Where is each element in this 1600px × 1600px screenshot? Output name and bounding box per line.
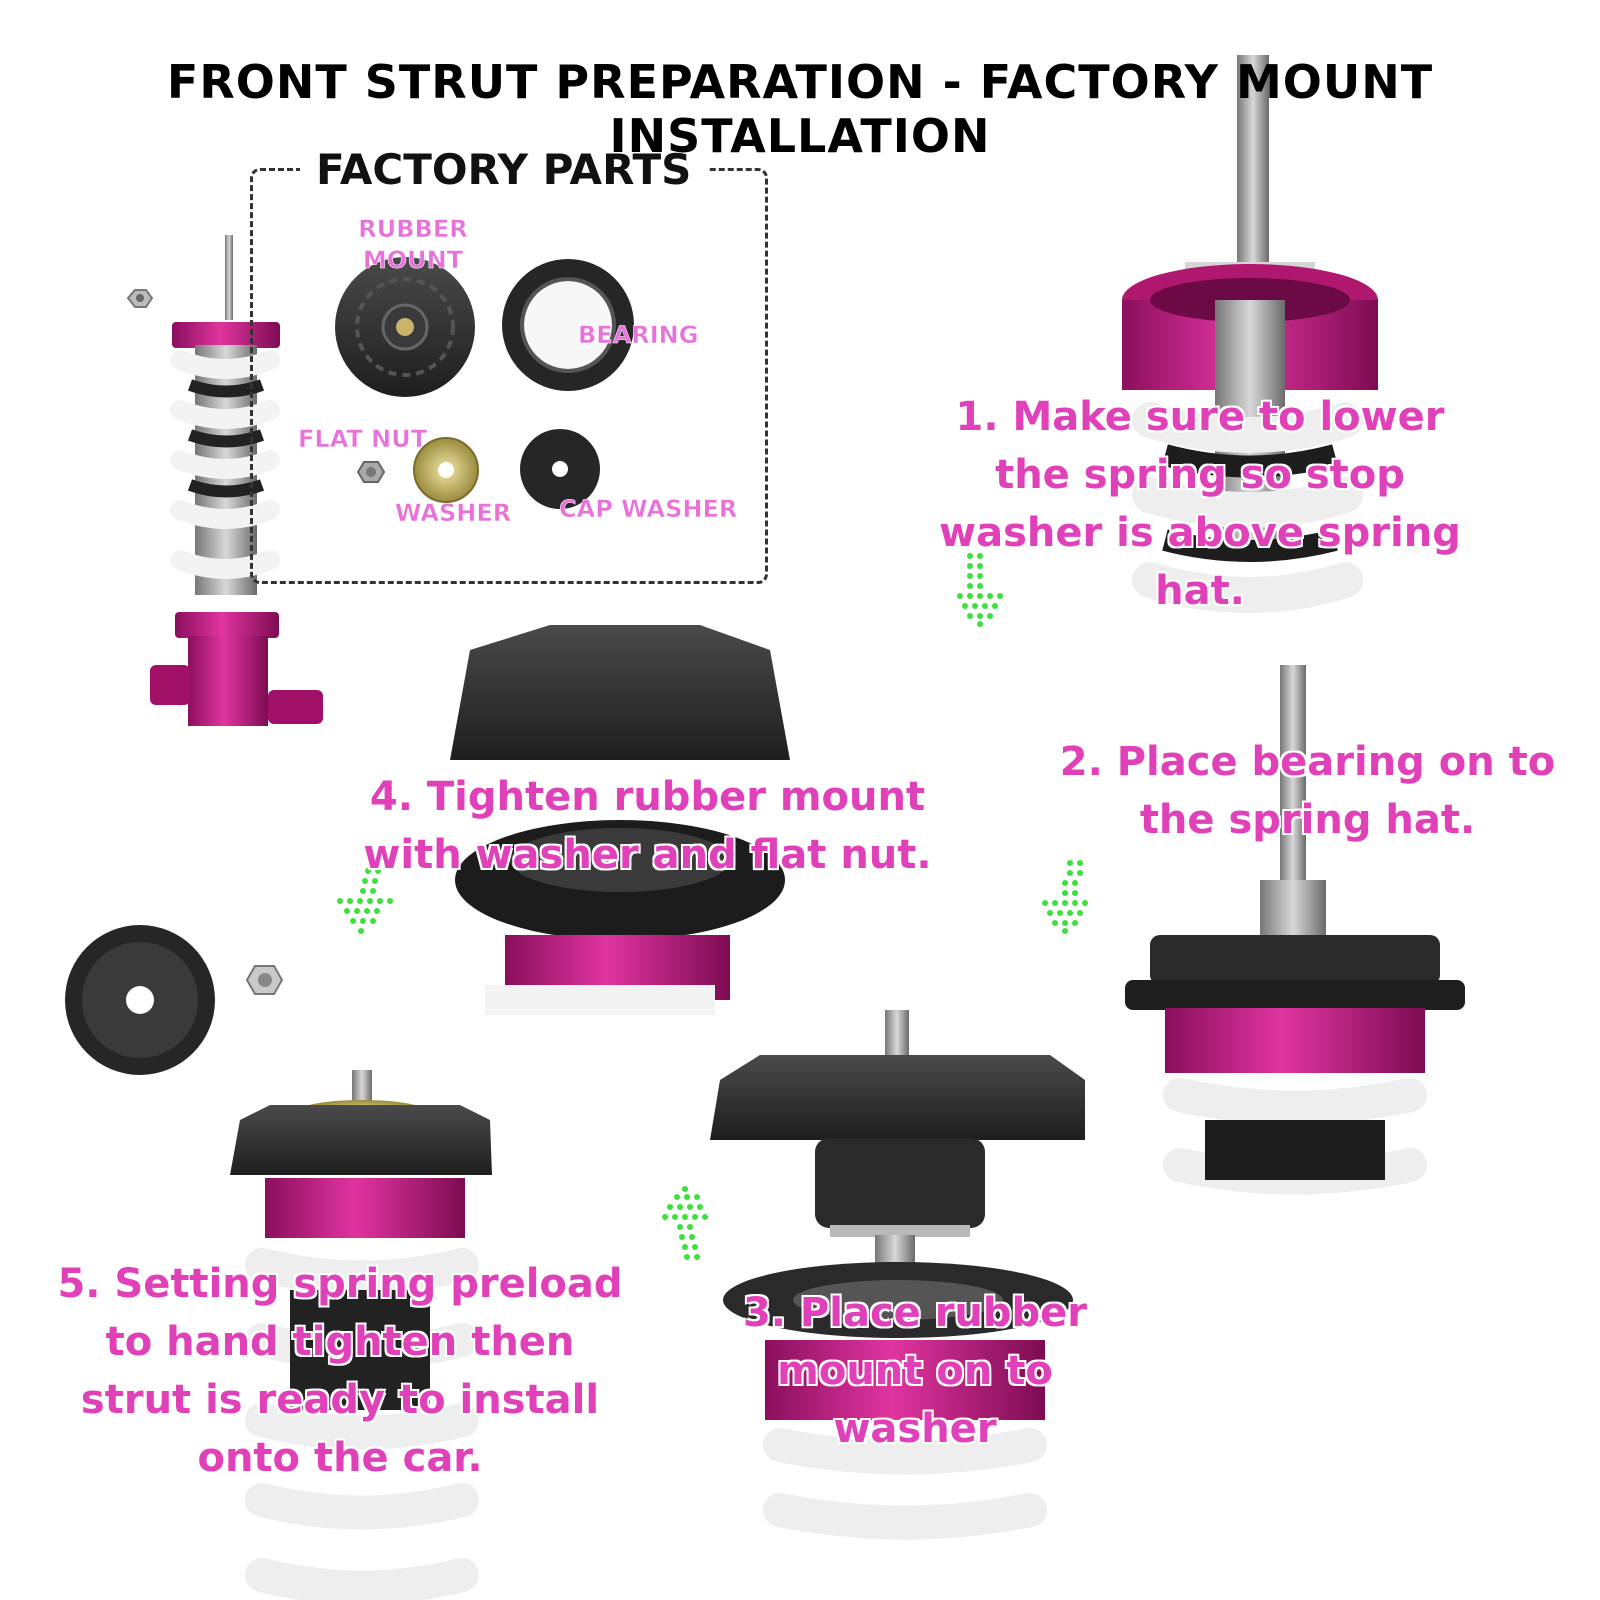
label-washer: WASHER	[395, 499, 512, 528]
label-flat-nut: FLAT NUT	[298, 425, 428, 454]
label-rubber-mount: RUBBER MOUNT	[358, 215, 468, 275]
step3-photo	[710, 1010, 1085, 1540]
step3-caption: 3. Place rubber mount on to washer	[742, 1290, 1088, 1452]
step5-photo	[230, 1070, 492, 1600]
coilover-overview	[126, 235, 323, 726]
label-bearing: BEARING	[578, 321, 699, 350]
arrow-down-left-icon	[957, 553, 1003, 627]
step4-photo	[450, 625, 790, 1015]
factory-parts-photos	[335, 257, 634, 509]
step2-photo	[1125, 665, 1465, 1195]
step2-caption: 2. Place bearing on to the spring hat.	[1059, 739, 1556, 843]
page-title: FRONT STRUT PREPARATION - FACTORY MOUNT …	[166, 55, 1434, 163]
label-cap-washer: CAP WASHER	[559, 495, 738, 524]
step4-caption: 4. Tighten rubber mount with washer and …	[363, 774, 932, 878]
loose-parts-photo	[65, 925, 284, 1075]
step1-photo	[1122, 55, 1378, 613]
factory-parts-heading: FACTORY PARTS	[300, 145, 708, 194]
step1-caption: 1. Make sure to lower the spring so stop…	[939, 394, 1461, 614]
arrow-down-icon	[337, 858, 393, 934]
arrow-down-left-icon	[1042, 860, 1088, 934]
step5-caption: 5. Setting spring preload to hand tighte…	[57, 1261, 623, 1481]
arrow-up-icon	[662, 1186, 708, 1260]
